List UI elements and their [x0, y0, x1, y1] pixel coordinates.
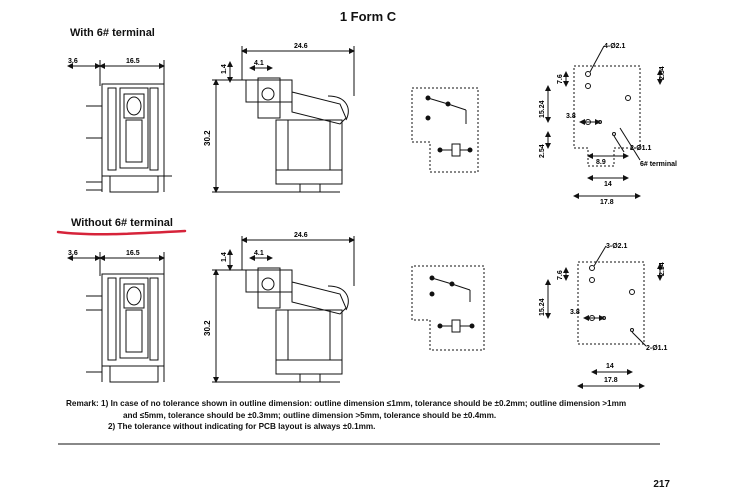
dim-4-1-b: 4.1 — [254, 250, 264, 257]
dim-3-6-b: 3.6 — [68, 250, 78, 257]
hole-4-d2-1: 4-Ø2.1 — [604, 43, 626, 50]
dim-3-6: 3.6 — [68, 58, 78, 65]
front-view-with-6 — [67, 60, 172, 193]
section-label-without-6-terminal: Without 6# terminal — [71, 217, 173, 229]
page-title: 1 Form C — [339, 9, 397, 24]
pcb-layout-without-6 — [545, 245, 663, 389]
dim-30-2-b: 30.2 — [203, 320, 212, 336]
dim-14: 14 — [604, 181, 612, 188]
label-6-terminal: 6# terminal — [640, 161, 677, 168]
schematic-with-6 — [411, 87, 479, 173]
dim-3-8: 3.8 — [566, 113, 576, 120]
remark-block: Remark: 1) In case of no tolerance shown… — [66, 398, 686, 433]
red-underline — [56, 229, 187, 236]
dim-15-24-b: 15.24 — [539, 298, 546, 316]
dim-2-54-b: 2.54 — [539, 144, 546, 158]
dim-24-6: 24.6 — [294, 43, 308, 50]
dim-7-6: 7.6 — [557, 74, 564, 84]
dim-30-2: 30.2 — [203, 130, 212, 146]
front-view-without-6 — [67, 252, 165, 383]
dim-16-5: 16.5 — [126, 58, 140, 65]
hole-2-d1-1: 2-Ø1.1 — [630, 145, 652, 152]
dim-15-24: 15.24 — [539, 100, 546, 118]
dim-24-6-b: 24.6 — [294, 232, 308, 239]
page-number: 217 — [653, 479, 670, 490]
dim-2-54-c: 2.54 — [659, 262, 666, 276]
dim-14-b: 14 — [606, 363, 614, 370]
remark-line-3: 2) The tolerance without indicating for … — [108, 422, 376, 431]
remark-line-1: Remark: 1) In case of no tolerance shown… — [66, 399, 627, 408]
dim-1-4: 1.4 — [221, 64, 228, 74]
dim-16-5-b: 16.5 — [126, 250, 140, 257]
section-label-with-6-terminal: With 6# terminal — [70, 27, 155, 39]
schematic-without-6 — [411, 265, 485, 351]
dim-4-1: 4.1 — [254, 60, 264, 67]
hole-3-d2-1: 3-Ø2.1 — [606, 243, 628, 250]
hole-2-d1-1-b: 2-Ø1.1 — [646, 345, 668, 352]
dim-2-54-a: 2.54 — [659, 66, 666, 80]
side-view-with-6 — [212, 46, 355, 193]
dim-17-8: 17.8 — [600, 199, 614, 206]
remark-line-2: and ≤5mm, tolerance should be ±0.3mm; ou… — [123, 410, 497, 420]
side-view-without-6 — [212, 236, 355, 383]
dim-17-8-b: 17.8 — [604, 377, 618, 384]
dim-1-4-b: 1.4 — [221, 252, 228, 262]
dim-7-6-b: 7.6 — [557, 270, 564, 280]
dim-3-8-b: 3.8 — [570, 309, 580, 316]
dim-8-9: 8.9 — [596, 159, 606, 166]
pcb-layout-with-6 — [545, 45, 663, 199]
